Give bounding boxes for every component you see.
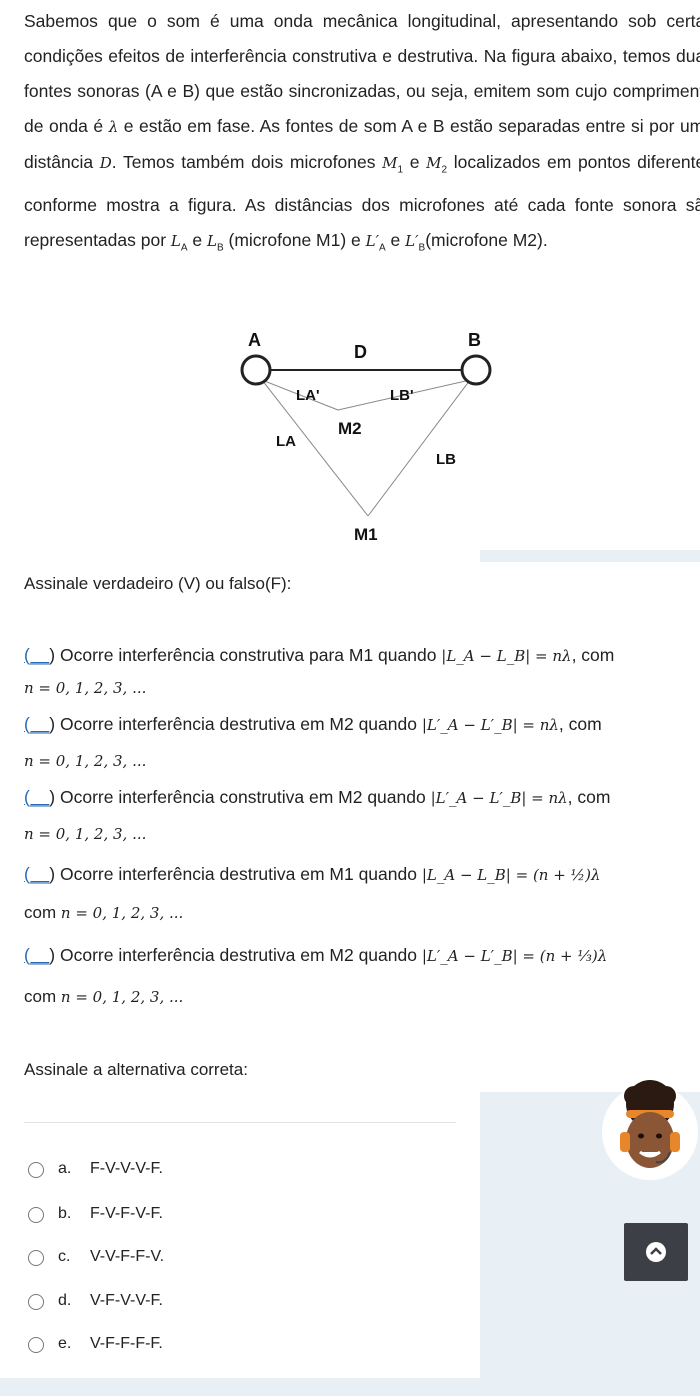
statement-4: (__) Ocorre interferência destrutiva em … [24, 864, 601, 884]
label-m1: M1 [354, 525, 378, 544]
source-a-icon [240, 354, 272, 386]
true-false-prompt: Assinale verdadeiro (V) ou falso(F): [24, 574, 292, 593]
statement-2-condition: n = 0, 1, 2, 3, ... [24, 752, 147, 770]
statement-1: (__) Ocorre interferência construtiva pa… [24, 645, 615, 665]
alternative-prompt: Assinale a alternativa correta: [24, 1060, 248, 1079]
bottom-background [0, 1378, 700, 1396]
question-intro: Sabemos que o som é uma onda mecânica lo… [24, 11, 700, 253]
label-b: B [468, 330, 481, 350]
label-m2: M2 [338, 419, 362, 438]
option-a-radio[interactable] [28, 1162, 44, 1178]
label-lb: LB [436, 451, 456, 468]
statement-3: (__) Ocorre interferência construtiva em… [24, 787, 611, 807]
option-d-radio[interactable] [28, 1294, 44, 1310]
divider [24, 1122, 456, 1123]
statement-4-blank[interactable]: (__ [24, 864, 50, 884]
label-d: D [354, 342, 367, 362]
assistant-avatar-icon[interactable] [600, 1074, 700, 1184]
statement-3-condition: n = 0, 1, 2, 3, ... [24, 825, 147, 843]
label-lb-prime: LB' [390, 387, 414, 404]
option-e-radio[interactable] [28, 1337, 44, 1353]
statement-5: (__) Ocorre interferência destrutiva em … [24, 945, 608, 965]
label-la-prime: LA' [296, 387, 320, 404]
statement-3-blank[interactable]: (__ [24, 787, 50, 807]
option-b-radio[interactable] [28, 1207, 44, 1223]
statement-2-blank[interactable]: (__ [24, 714, 50, 734]
scroll-to-top-button[interactable] [624, 1223, 688, 1281]
statement-2: (__) Ocorre interferência destrutiva em … [24, 714, 602, 734]
sources-microphones-diagram: A B D LA' LB' M2 LA LB M1 [240, 330, 492, 544]
label-a: A [248, 330, 261, 350]
statement-4-condition: com n = 0, 1, 2, 3, ... [24, 903, 184, 922]
label-la: LA [276, 433, 296, 450]
statement-1-condition: n = 0, 1, 2, 3, ... [24, 679, 147, 697]
chevron-up-icon [646, 1242, 666, 1262]
option-c-radio[interactable] [28, 1250, 44, 1266]
source-b-icon [460, 354, 492, 386]
statement-1-blank[interactable]: (__ [24, 645, 50, 665]
statement-5-blank[interactable]: (__ [24, 945, 50, 965]
background-strip [480, 550, 700, 562]
statement-5-condition: com n = 0, 1, 2, 3, ... [24, 987, 184, 1006]
